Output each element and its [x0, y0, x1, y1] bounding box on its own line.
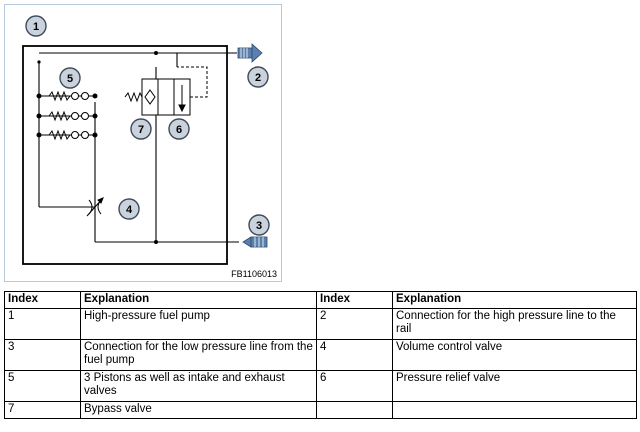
callout-3: 3: [248, 214, 270, 236]
svg-text:2: 2: [255, 72, 261, 84]
svg-text:3: 3: [256, 220, 262, 232]
index-cell: 2: [316, 308, 393, 340]
explanation-header: Explanation: [80, 291, 317, 309]
piston-row: [36, 110, 98, 122]
index-cell: 4: [316, 339, 393, 371]
callout-7: 7: [130, 118, 152, 140]
svg-text:7: 7: [138, 124, 144, 136]
junction-dot: [37, 60, 41, 64]
explanation-header: Explanation: [392, 291, 637, 309]
callout-4: 4: [118, 198, 140, 220]
volume-control-valve-symbol: [86, 197, 104, 217]
index-cell: 7: [4, 401, 81, 419]
outlet-arrow-icon: [237, 43, 263, 63]
callout-1: 1: [25, 15, 47, 37]
table-row: 3 Connection for the low pressure line f…: [4, 339, 637, 371]
piston-valve-group: [36, 90, 98, 141]
callout-2: 2: [247, 66, 269, 88]
svg-text:6: 6: [176, 124, 182, 136]
legend-table: Index Explanation Index Explanation 1 Hi…: [4, 291, 637, 419]
index-header: Index: [316, 291, 393, 309]
table-header-row: Index Explanation Index Explanation: [4, 291, 637, 309]
junction-dot: [154, 51, 158, 55]
svg-text:5: 5: [67, 73, 73, 85]
explanation-cell: Bypass valve: [80, 401, 317, 419]
index-cell: 5: [4, 370, 81, 402]
callout-5: 5: [59, 67, 81, 89]
explanation-cell: High-pressure fuel pump: [80, 308, 317, 340]
callout-6: 6: [168, 118, 190, 140]
table-row: 1 High-pressure fuel pump 2 Connection f…: [4, 308, 637, 340]
svg-text:1: 1: [33, 21, 39, 33]
index-header: Index: [4, 291, 81, 309]
index-cell: 6: [316, 370, 393, 402]
piston-row: [36, 90, 98, 102]
table-row: 7 Bypass valve: [4, 401, 637, 419]
fuel-pump-diagram: 1 2 3 4 5 6 7 FB1106013: [4, 4, 282, 282]
index-cell: 1: [4, 308, 81, 340]
explanation-cell: Connection for the low pressure line fro…: [80, 339, 317, 371]
junction-dot: [154, 240, 158, 244]
explanation-cell: Volume control valve: [392, 339, 637, 371]
explanation-cell: Pressure relief valve: [392, 370, 637, 402]
figure-code: FB1106013: [231, 269, 277, 279]
inlet-arrow-icon: [242, 236, 268, 248]
explanation-cell: Connection for the high pressure line to…: [392, 308, 637, 340]
index-cell: 3: [4, 339, 81, 371]
table-row: 5 3 Pistons as well as intake and exhaus…: [4, 370, 637, 402]
index-cell: [316, 401, 393, 419]
explanation-cell: [392, 401, 637, 419]
piston-row: [36, 129, 98, 141]
control-valve-block: [124, 66, 208, 116]
pump-housing-outline: [22, 45, 228, 265]
svg-text:4: 4: [126, 204, 133, 216]
explanation-cell: 3 Pistons as well as intake and exhaust …: [80, 370, 317, 402]
